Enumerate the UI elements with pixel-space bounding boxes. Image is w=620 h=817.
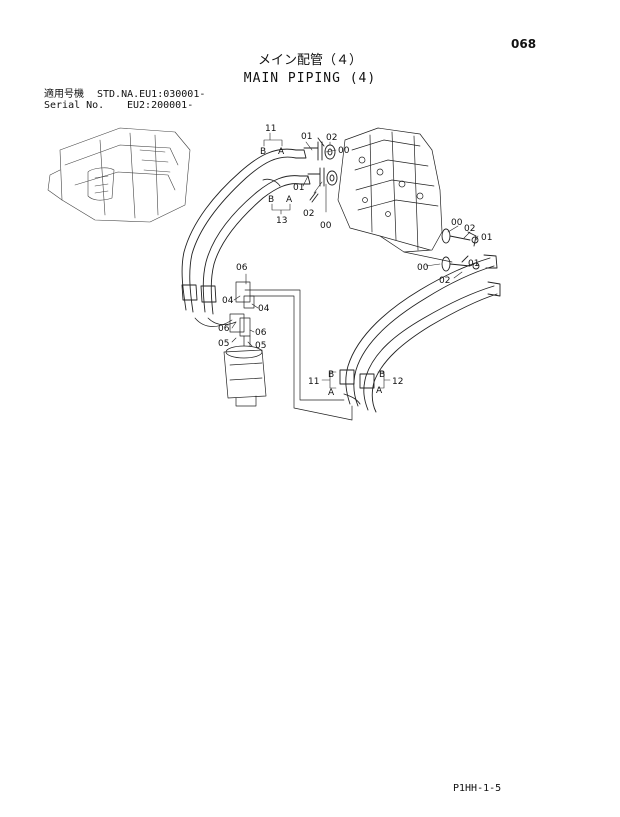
hose-11-upper	[181, 148, 307, 313]
callout-01-r1: 01	[481, 233, 492, 243]
applicable-serial-line2: EU2:200001-	[127, 100, 194, 111]
callout-a-top: A	[278, 147, 285, 157]
callout-02-b: 02	[303, 209, 314, 219]
callout-b-bottom-right: B	[379, 370, 385, 380]
valve-fittings-upper	[303, 137, 338, 203]
applicable-serial-line1: STD.NA.EU1:030001-	[97, 89, 206, 100]
callout-12: 12	[392, 377, 403, 387]
callout-b-top: B	[260, 147, 266, 157]
page-title: MAIN PIPING (4)	[243, 71, 377, 86]
hose-13-upper	[200, 175, 311, 315]
callout-01-a: 01	[301, 132, 312, 142]
callout-01-r2: 01	[468, 259, 479, 269]
callout-04-right: 04	[258, 304, 270, 314]
applicable-label-jp: 適用号機	[44, 89, 84, 100]
control-valve-block	[337, 127, 453, 263]
callout-06-right: 06	[255, 328, 267, 338]
callout-02-a: 02	[326, 133, 337, 143]
connecting-lines	[194, 289, 353, 421]
callout-b-bottom-left: B	[328, 370, 334, 380]
callout-13: 13	[276, 216, 287, 226]
callout-00-a: 00	[338, 146, 350, 156]
callout-06-top: 06	[236, 263, 248, 273]
callout-11-bottom: 11	[308, 377, 319, 387]
callout-11-top: 11	[265, 124, 276, 134]
valve-fittings-right	[441, 228, 480, 272]
applicable-label-en: Serial No.	[44, 100, 105, 111]
callout-06-left: 06	[218, 324, 230, 334]
center-swivel-joint	[223, 281, 267, 407]
callout-02-r1: 02	[464, 224, 475, 234]
callout-a-bottom-left: A	[328, 388, 335, 398]
callout-00-r1: 00	[451, 218, 463, 228]
page-title-japanese: メイン配管（４）	[257, 53, 362, 68]
machine-overview-thumbnail	[47, 127, 191, 223]
callout-02-r2: 02	[439, 276, 450, 286]
callout-a-13: A	[286, 195, 293, 205]
callout-labels: 11 B A 01 02 00 01 02 00 B A 13 00 02 01…	[218, 124, 492, 398]
callout-04-left: 04	[222, 296, 234, 306]
callout-05-right: 05	[255, 341, 266, 351]
hose-12-lower	[339, 254, 501, 413]
callout-b-13: B	[268, 195, 274, 205]
callout-01-b: 01	[293, 183, 304, 193]
callout-00-r2: 00	[417, 263, 429, 273]
callout-a-bottom-right: A	[376, 386, 383, 396]
figure-code: P1HH-1-5	[453, 783, 502, 794]
callout-00-b: 00	[320, 221, 332, 231]
callout-05-left: 05	[218, 339, 229, 349]
callout-leaders	[231, 132, 479, 389]
page-number: 068	[511, 37, 537, 51]
